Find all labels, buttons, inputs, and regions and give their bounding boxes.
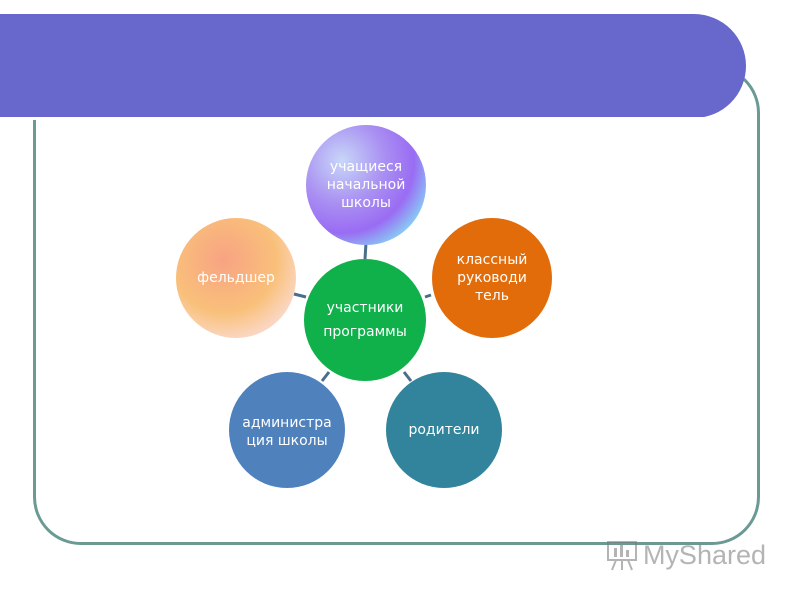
connector-medic — [293, 292, 307, 299]
presentation-board-icon — [607, 541, 637, 571]
node-administration — [229, 372, 345, 488]
node-class-teacher-label: классный руководи тель — [456, 252, 528, 304]
node-medic — [176, 218, 296, 338]
title-banner — [0, 14, 746, 120]
connector-parents — [402, 371, 413, 382]
node-class-teacher — [432, 218, 552, 338]
node-students-label: учащиеся начальной школы — [326, 159, 406, 211]
connector-administration — [320, 371, 331, 382]
node-center — [304, 259, 426, 381]
node-administration-label: администра ция школы — [242, 415, 332, 449]
node-parents — [386, 372, 502, 488]
myshared-watermark: MyShared — [606, 537, 766, 573]
connector-students — [363, 242, 368, 260]
node-medic-label: фельдшер — [197, 270, 275, 286]
node-parents-label: родители — [408, 422, 480, 438]
banner-underline — [0, 117, 707, 120]
watermark-text: MyShared — [642, 539, 766, 570]
connector-class-teacher — [424, 293, 432, 299]
node-center-label: участники программы — [323, 300, 407, 340]
node-students — [306, 125, 426, 245]
